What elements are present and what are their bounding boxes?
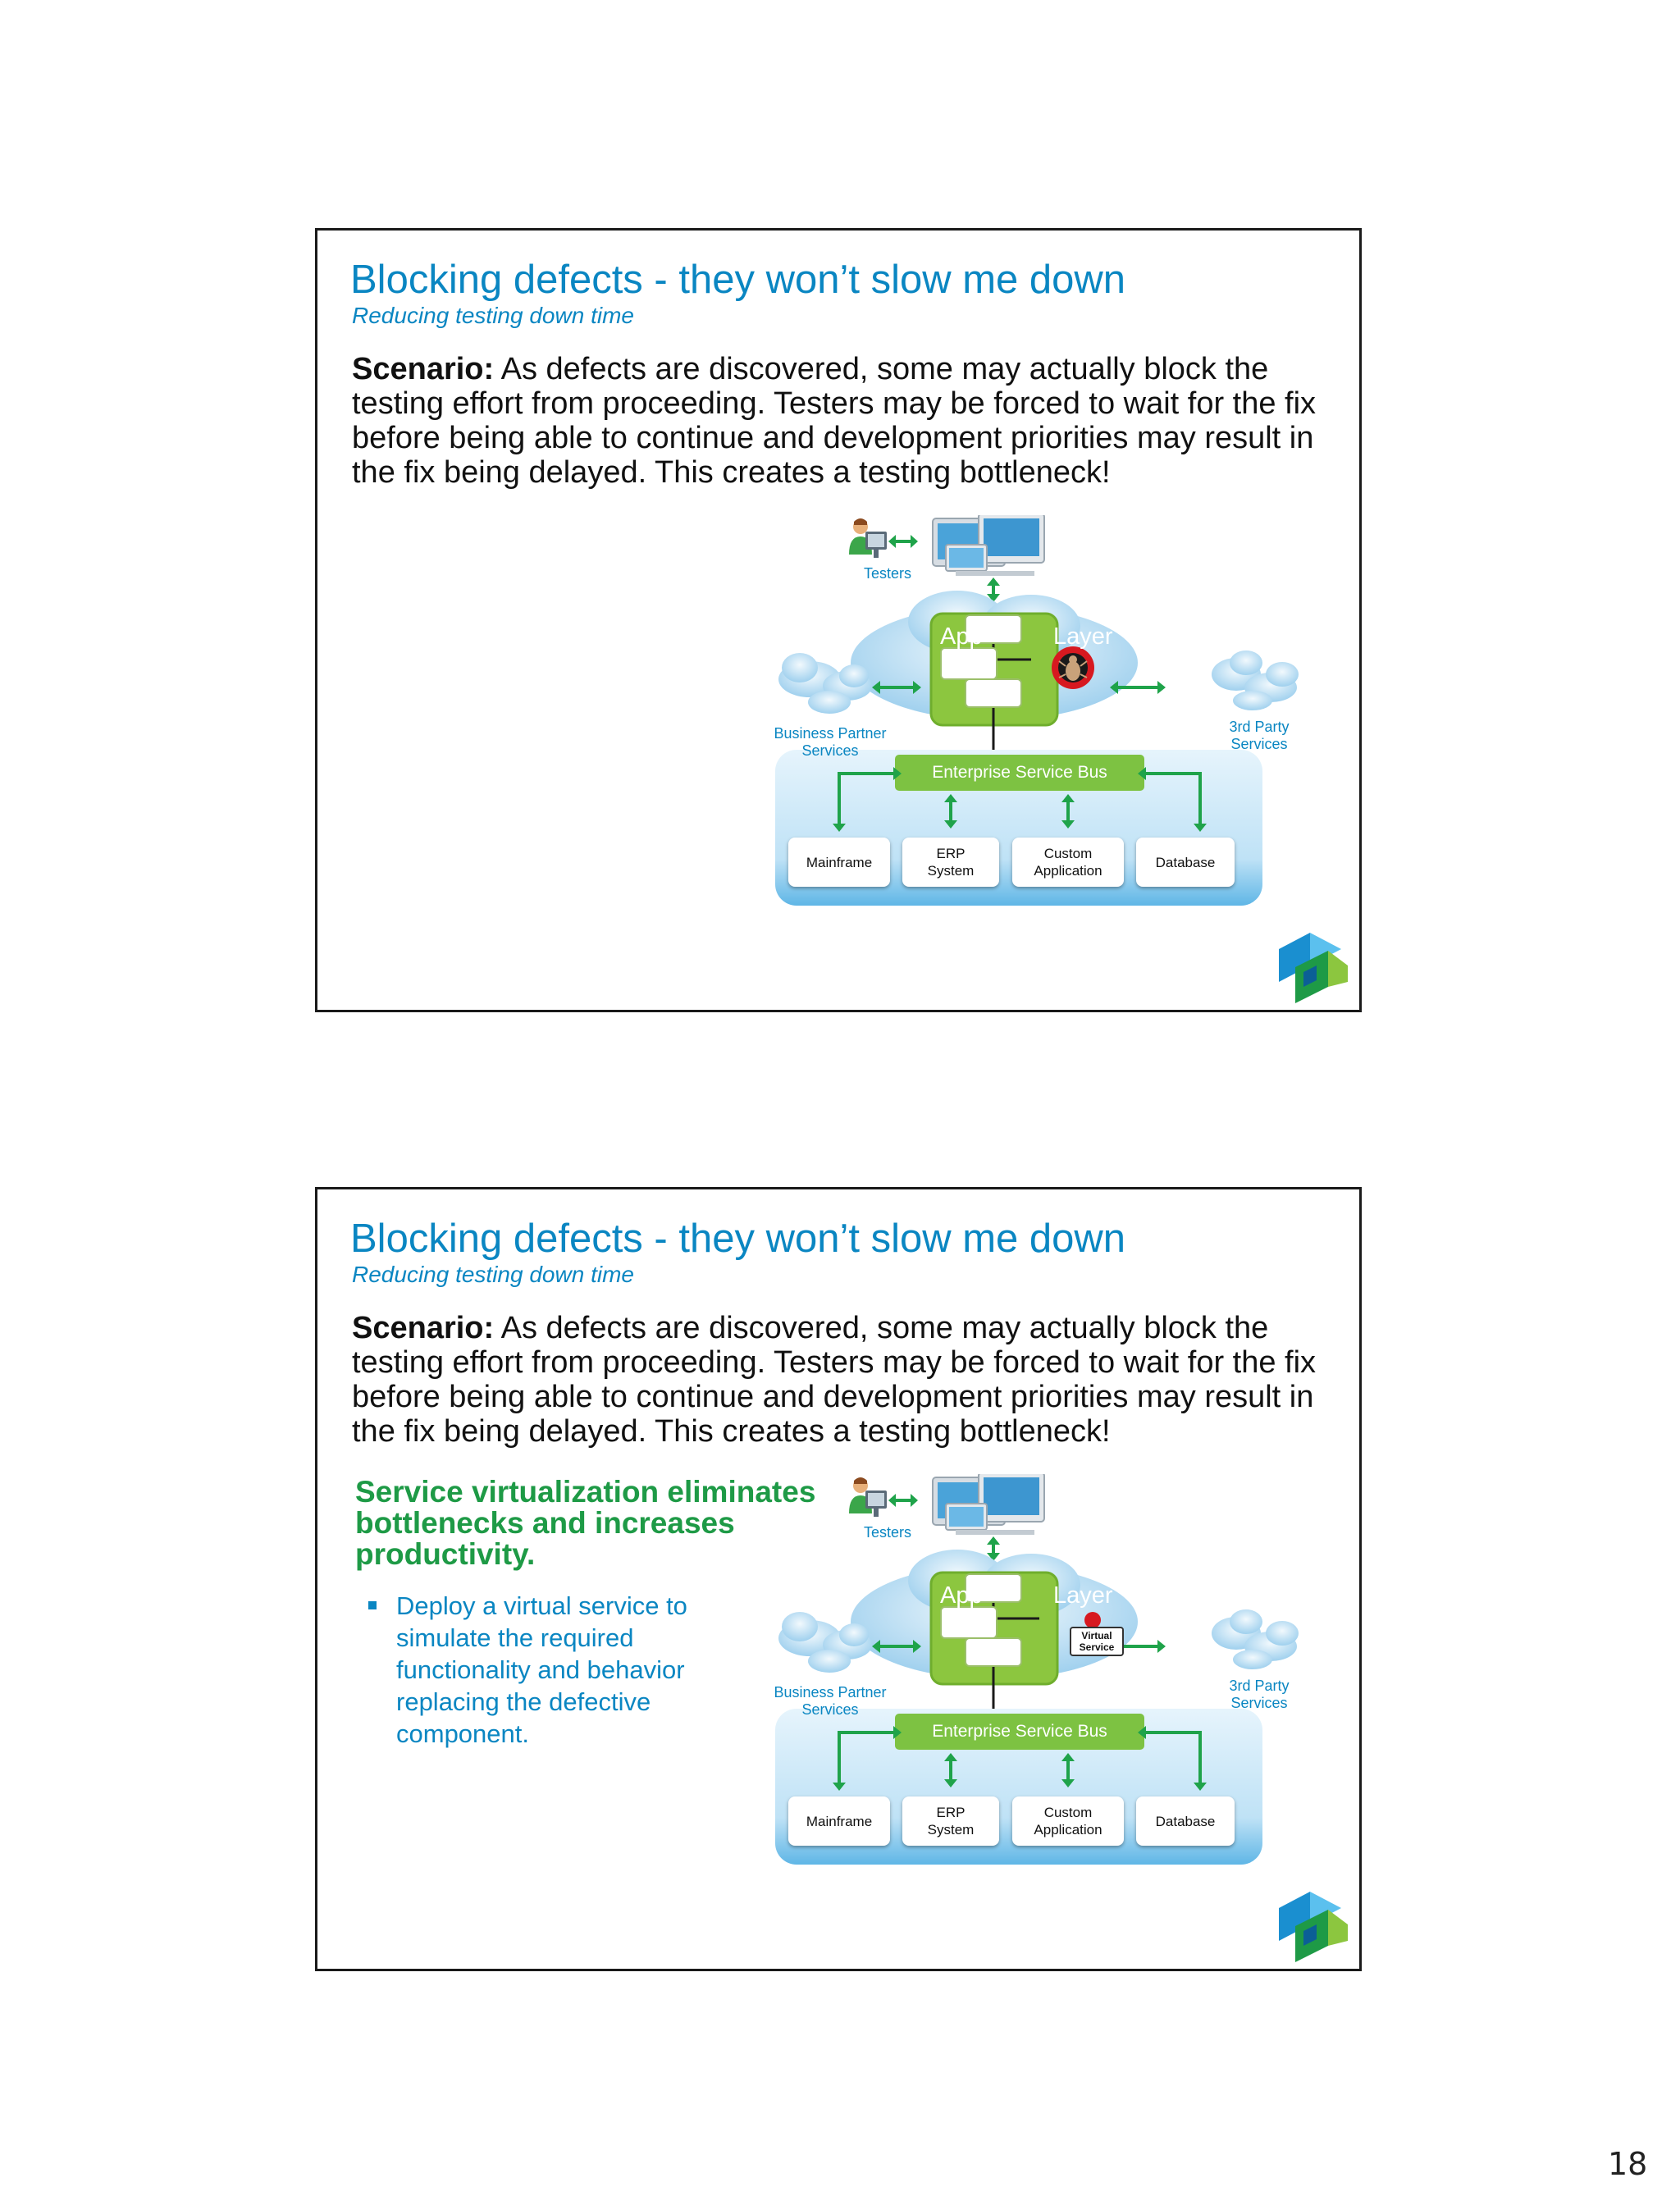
app-label: App bbox=[940, 623, 983, 650]
system-custom-application: Custom Application bbox=[1012, 838, 1124, 887]
layer-label: Layer bbox=[1053, 1582, 1113, 1609]
architecture-diagram: Testers App Layer Virtual Service Busine… bbox=[769, 1474, 1326, 1917]
company-logo-icon bbox=[1279, 933, 1348, 1003]
slide-1: Blocking defects - they won’t slow me do… bbox=[315, 228, 1362, 1012]
esb-arrowheads bbox=[833, 1726, 1207, 1791]
virtual-service-badge: Virtual Service bbox=[1070, 1627, 1124, 1656]
system-custom-application: Custom Application bbox=[1012, 1796, 1124, 1846]
app-component-left bbox=[940, 647, 998, 680]
page-number: 18 bbox=[1608, 2146, 1648, 2182]
arrow-screens-app bbox=[987, 578, 1000, 602]
third-party-label: 3rd Party Services bbox=[1229, 719, 1290, 752]
esb-label: Enterprise Service Bus bbox=[932, 1722, 1107, 1741]
system-erp: ERP System bbox=[902, 838, 999, 887]
esb-arrows bbox=[838, 772, 1202, 825]
screens-icon bbox=[932, 1474, 1045, 1535]
arrow-tester-screens bbox=[888, 535, 918, 548]
bullet-list: Deploy a virtual service to simulate the… bbox=[365, 1590, 726, 1750]
esb-arrows bbox=[838, 1731, 1202, 1784]
slide-title: Blocking defects - they won’t slow me do… bbox=[350, 1217, 1126, 1261]
arrow-app-3rdparty bbox=[1110, 681, 1166, 694]
business-partner-label: Business Partner Services bbox=[774, 1684, 887, 1718]
scenario-text: Scenario: As defects are discovered, som… bbox=[352, 352, 1336, 490]
arrow-tester-screens bbox=[888, 1494, 918, 1507]
callout-heading: Service virtualization eliminates bottle… bbox=[355, 1475, 816, 1571]
arrow-bps-app bbox=[872, 681, 921, 694]
layer-label: Layer bbox=[1053, 623, 1113, 650]
third-party-label: 3rd Party Services bbox=[1229, 1678, 1290, 1711]
diagram-graphics bbox=[775, 1474, 1299, 1865]
system-database: Database bbox=[1136, 838, 1235, 887]
bug-icon bbox=[1052, 646, 1094, 689]
app-component-top bbox=[965, 614, 1022, 644]
arrow-bps-app bbox=[872, 1640, 921, 1653]
scenario-label: Scenario: bbox=[352, 352, 495, 386]
bug-icon-hidden bbox=[1084, 1612, 1101, 1628]
scenario-body: As defects are discovered, some may actu… bbox=[352, 1311, 1317, 1449]
scenario-label: Scenario: bbox=[352, 1311, 495, 1345]
third-party-cloud-icon bbox=[1212, 651, 1299, 710]
third-party-cloud-icon bbox=[1212, 1609, 1299, 1669]
system-mainframe: Mainframe bbox=[788, 1796, 890, 1846]
app-component-bottom bbox=[965, 1637, 1022, 1667]
arrow-screens-app bbox=[987, 1536, 1000, 1561]
scenario-text: Scenario: As defects are discovered, som… bbox=[352, 1311, 1336, 1449]
slide-title: Blocking defects - they won’t slow me do… bbox=[350, 258, 1126, 302]
bullet-item: Deploy a virtual service to simulate the… bbox=[365, 1590, 726, 1750]
architecture-diagram: Testers App Layer Business Partner Servi… bbox=[769, 515, 1326, 958]
scenario-body: As defects are discovered, some may actu… bbox=[352, 352, 1317, 490]
tester-icon bbox=[849, 518, 887, 558]
system-mainframe: Mainframe bbox=[788, 838, 890, 887]
business-partner-cloud-icon bbox=[778, 653, 872, 714]
app-component-top bbox=[965, 1573, 1022, 1603]
slide-2: Blocking defects - they won’t slow me do… bbox=[315, 1187, 1362, 1971]
system-database: Database bbox=[1136, 1796, 1235, 1846]
app-component-bottom bbox=[965, 678, 1022, 708]
screens-icon bbox=[932, 515, 1045, 576]
company-logo-icon bbox=[1279, 1892, 1348, 1962]
slide-subtitle: Reducing testing down time bbox=[352, 1262, 634, 1287]
business-partner-cloud-icon bbox=[778, 1612, 872, 1673]
business-partner-label: Business Partner Services bbox=[774, 725, 887, 759]
testers-label: Testers bbox=[863, 1524, 912, 1541]
app-component-left bbox=[940, 1606, 998, 1639]
esb-arrowheads bbox=[833, 767, 1207, 832]
tester-icon bbox=[849, 1477, 887, 1517]
esb-bar bbox=[895, 1714, 1144, 1750]
esb-bar bbox=[895, 755, 1144, 791]
app-label: App bbox=[940, 1582, 983, 1609]
slide-subtitle: Reducing testing down time bbox=[352, 303, 634, 328]
esb-label: Enterprise Service Bus bbox=[932, 763, 1107, 782]
system-erp: ERP System bbox=[902, 1796, 999, 1846]
testers-label: Testers bbox=[863, 565, 912, 582]
